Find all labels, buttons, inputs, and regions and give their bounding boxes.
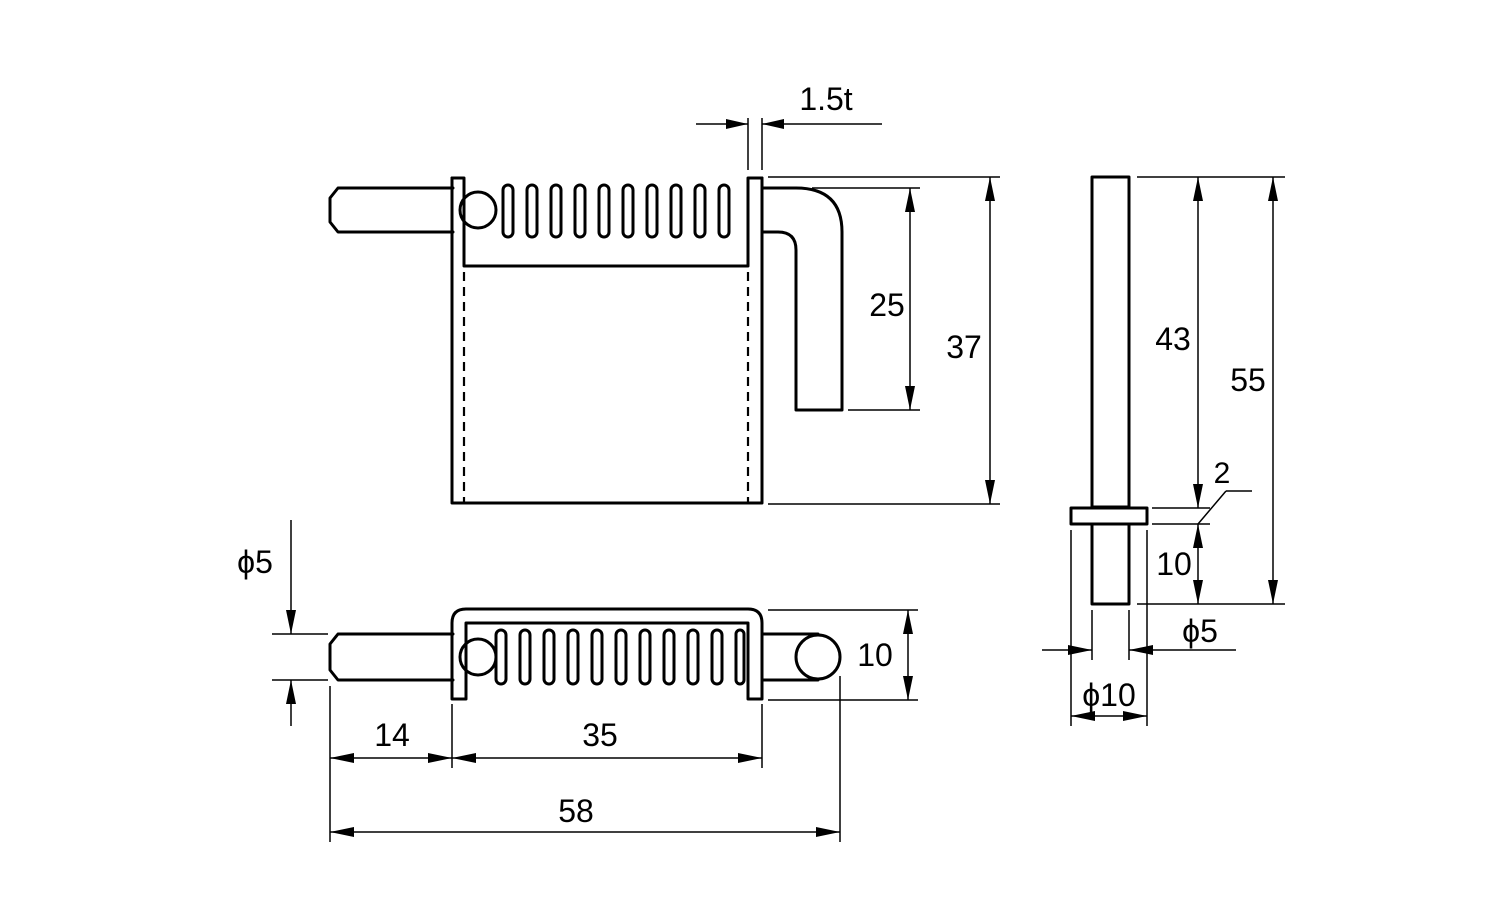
dim-handle-height: 25 — [812, 187, 920, 411]
front-plate — [450, 176, 764, 505]
dim-horizontal-chain: 14 35 58 — [329, 676, 841, 842]
dim-plate-width-label: 35 — [582, 717, 618, 753]
dim-overall-length-label: 58 — [558, 793, 594, 829]
dim-side-overall-label: 55 — [1230, 362, 1266, 398]
dim-collar-thickness-label: 2 — [1214, 457, 1231, 490]
top-view — [328, 607, 842, 701]
dim-bottom-height: 10 — [768, 609, 918, 701]
side-lower-pin — [1090, 522, 1131, 606]
top-spring — [458, 628, 746, 686]
dim-side-lower-label: 10 — [1156, 546, 1192, 582]
dim-side-upper-label: 43 — [1155, 321, 1191, 357]
dim-plate-thickness: 1.5t — [696, 81, 882, 170]
side-upper-pin — [1090, 175, 1131, 509]
top-handle-pin — [760, 632, 820, 682]
dim-side-vertical: 43 55 10 2 — [1137, 176, 1285, 605]
dim-handle-height-label: 25 — [869, 287, 905, 323]
dim-side-diameters: ϕ5 ϕ10 — [1042, 530, 1236, 726]
dim-pin-diameter: ϕ5 — [237, 520, 328, 726]
dim-pin-diameter-label: ϕ5 — [237, 544, 273, 580]
dim-side-collar-diameter-label: ϕ10 — [1082, 677, 1136, 713]
dim-plate-height: 37 — [768, 176, 1000, 505]
dim-plate-height-label: 37 — [946, 329, 982, 365]
front-pin — [328, 186, 455, 234]
dim-plate-thickness-label: 1.5t — [799, 81, 852, 117]
front-spring — [458, 183, 731, 239]
side-view — [1069, 175, 1149, 606]
dim-bottom-height-label: 10 — [857, 637, 893, 673]
front-view — [328, 176, 844, 505]
front-handle — [760, 186, 844, 412]
dim-pin-length-label: 14 — [374, 717, 410, 753]
top-bracket — [450, 607, 764, 701]
dim-side-pin-diameter-label: ϕ5 — [1182, 613, 1218, 649]
top-handle-end — [794, 633, 842, 681]
side-collar — [1069, 506, 1149, 526]
top-pin — [328, 632, 455, 682]
